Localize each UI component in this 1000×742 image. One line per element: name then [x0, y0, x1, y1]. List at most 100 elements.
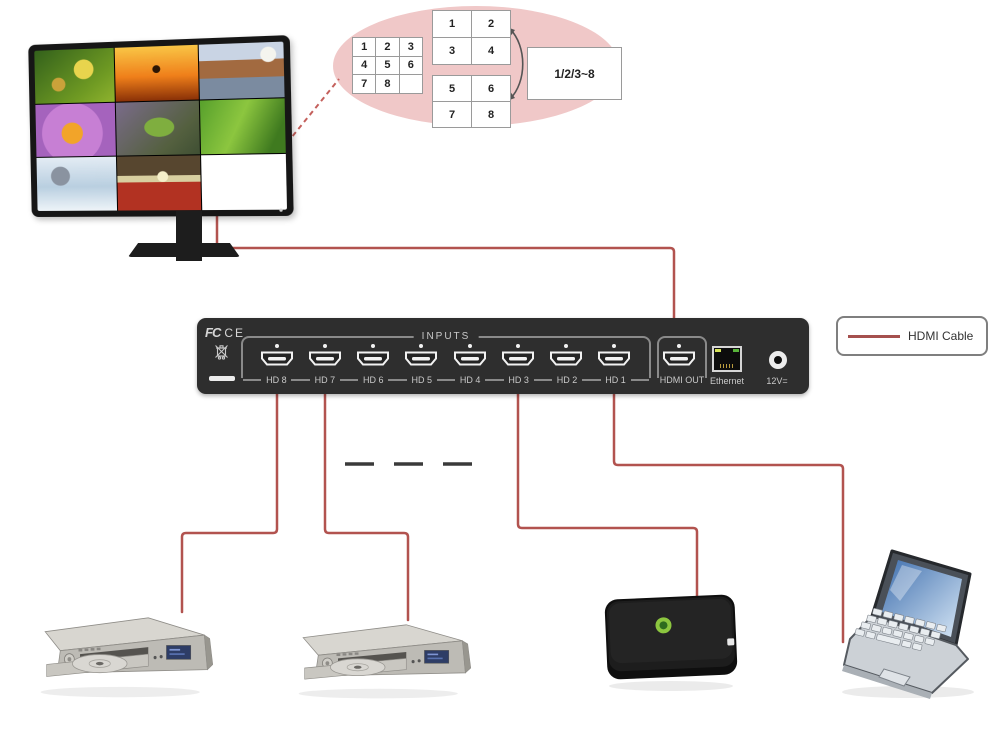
layout-grid-2x2-top: 1 2 3 4: [432, 10, 511, 65]
grid-cell: 4: [353, 56, 376, 75]
hdmi-connector-icon: [261, 351, 293, 366]
hdmi-connector-icon: [309, 351, 341, 366]
screw-hole-icon: [323, 344, 327, 348]
hdmi-connector-icon: [663, 351, 695, 366]
hdmi-out-label: HDMI OUT: [659, 375, 705, 385]
port-label: HD 1: [605, 375, 626, 385]
panel-white-bar: [209, 376, 235, 381]
grid-cell: 5: [433, 76, 471, 101]
hdmi-connector-icon: [502, 351, 534, 366]
hdmi-cable-hd8: [180, 390, 279, 614]
port-label: HD 6: [363, 375, 384, 385]
grid-cell: 2: [472, 11, 510, 37]
screw-hole-icon: [677, 344, 681, 348]
layout-grid-2x2-bottom: 5 6 7 8: [432, 75, 511, 128]
hdmi-port-hd8: [259, 344, 295, 371]
label-dash: [339, 379, 359, 381]
port-label: HD 8: [266, 375, 287, 385]
hdmi-port-hd5: [403, 344, 439, 371]
monitor-tile-1: [34, 47, 116, 104]
grid-cell: [399, 75, 422, 93]
ethernet-pins: [720, 364, 734, 368]
set-top-box: [604, 594, 738, 691]
port-label: HD 2: [556, 375, 578, 385]
hdmi-port-hd3: [500, 344, 536, 371]
hdmi-cable-hd7: [323, 390, 410, 622]
inputs-label: INPUTS: [413, 331, 479, 342]
grid-cell: 6: [472, 76, 510, 101]
hdmi-cable-hd3: [516, 390, 699, 598]
label-dash: [436, 379, 456, 381]
hdmi-port-hd7: [307, 344, 343, 371]
label-dash: [533, 379, 553, 381]
monitor-bezel: [28, 35, 294, 218]
hdmi-port-hd2: [548, 344, 584, 371]
hdmi-port-hd1: [596, 344, 632, 371]
monitor-tile-4: [35, 102, 117, 158]
laptop: [842, 549, 974, 699]
screw-hole-icon: [468, 344, 472, 348]
hdmi-connector-icon: [405, 351, 437, 366]
grid-cell: 6: [399, 56, 422, 75]
label-dash: [243, 379, 262, 381]
hdmi-port-out: [661, 344, 697, 371]
legend-box: HDMI Cable: [836, 316, 988, 356]
ethernet-led: [715, 349, 721, 352]
hdmi-connector-icon: [357, 351, 389, 366]
grid-cell: 1: [433, 11, 471, 37]
grid-cell: 2: [376, 38, 399, 56]
hdmi-connector-icon: [454, 351, 486, 366]
hdmi-port-hd6: [355, 344, 391, 371]
legend-label: HDMI Cable: [908, 329, 974, 343]
grid-cell: 7: [353, 75, 376, 93]
port-label: HD 5: [411, 375, 432, 385]
inputs-bracket: INPUTS: [241, 331, 651, 378]
ethernet-port: [712, 346, 742, 372]
screw-hole-icon: [419, 344, 423, 348]
grid-cell: 4: [472, 38, 510, 64]
weee-bin-icon: [215, 345, 228, 360]
grid-cell: 5: [376, 56, 399, 75]
monitor: [28, 35, 300, 261]
layout-grid-3x3: 1 2 3 4 5 6 7 8: [352, 37, 423, 94]
screw-hole-icon: [275, 344, 279, 348]
port-label: HD 7: [314, 375, 336, 385]
label-dash: [388, 379, 407, 381]
port-label-row: HD 8 HD 7 HD 6 HD 5 HD 4 HD 3 HD 2 HD 1: [241, 375, 651, 385]
grid-cell: 3: [399, 38, 422, 56]
dc-power-label: 12V=: [766, 376, 788, 386]
dvd-player-1: [40, 617, 214, 698]
screw-hole-icon: [564, 344, 568, 348]
label-dash: [582, 379, 601, 381]
screw-hole-icon: [516, 344, 520, 348]
label-dash: [291, 379, 310, 381]
output-bracket: [657, 336, 707, 378]
hdmi-port-hd4: [452, 344, 488, 371]
grid-cell: 1: [353, 38, 376, 56]
grid-cell: 7: [433, 102, 471, 127]
mode-label-box: 1/2/3~8: [527, 47, 622, 100]
grid-cell: 3: [433, 38, 471, 64]
monitor-tile-7: [36, 156, 118, 211]
hdmi-cable-swatch: [848, 334, 900, 338]
hdmi-connector-icon: [550, 351, 582, 366]
screw-hole-icon: [612, 344, 616, 348]
ethernet-led: [733, 349, 739, 352]
ethernet-label: Ethernet: [709, 376, 745, 386]
label-dash: [485, 379, 504, 381]
callout-dashed-line: [286, 78, 340, 144]
monitor-tile-2: [114, 44, 199, 102]
mode-label: 1/2/3~8: [554, 66, 595, 81]
monitor-tile-6: [199, 97, 286, 155]
grid-cell: 8: [472, 102, 510, 127]
monitor-stand-base: [128, 243, 240, 257]
screw-hole-icon: [371, 344, 375, 348]
port-label: HD 3: [508, 375, 529, 385]
label-dash: [630, 379, 649, 381]
grid-cell: 8: [376, 75, 399, 93]
dvd-player-2: [298, 624, 472, 699]
port-label: HD 4: [459, 375, 481, 385]
dc-power-jack: [769, 351, 787, 369]
monitor-tile-3: [198, 41, 285, 100]
